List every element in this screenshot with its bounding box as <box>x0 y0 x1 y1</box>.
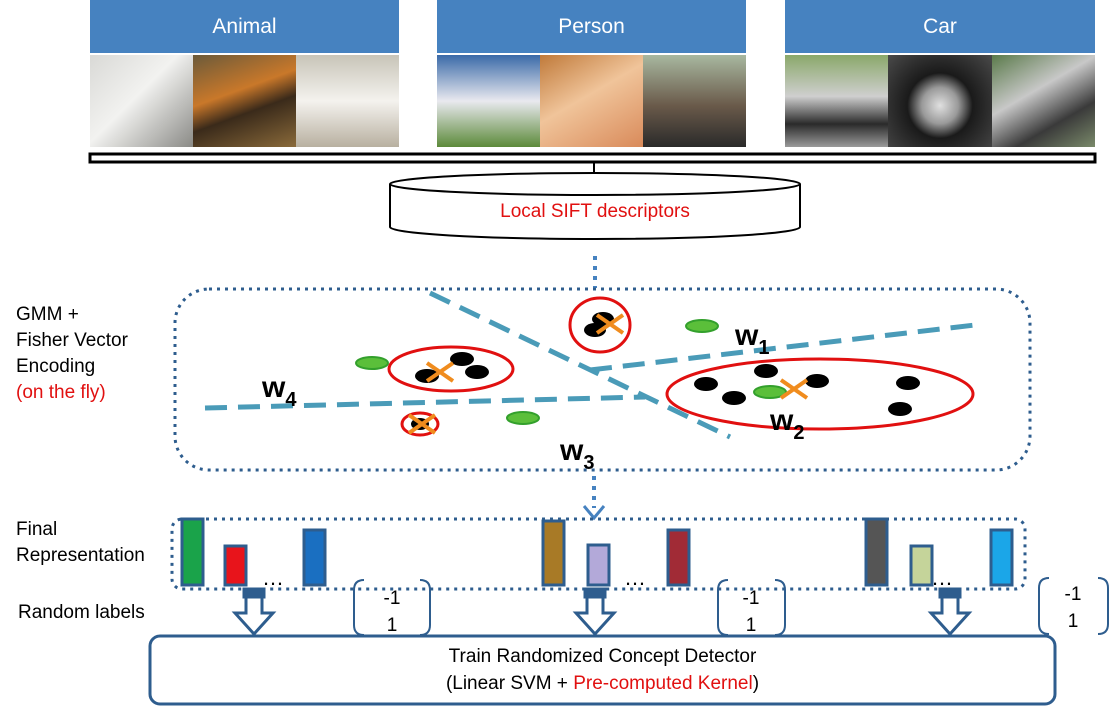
soccer-player-photo <box>437 55 540 147</box>
animal-photos <box>90 55 399 147</box>
child-photo <box>540 55 643 147</box>
train-subtitle-prefix: (Linear SVM + <box>445 673 574 694</box>
label-negative: -1 <box>1064 584 1082 605</box>
feature-bar <box>909 544 934 587</box>
data-point <box>694 377 718 391</box>
car-photos <box>785 55 1095 147</box>
label-pair-1: -1 1 <box>377 585 407 639</box>
data-point <box>584 323 606 337</box>
data-point <box>754 364 778 378</box>
train-title: Train Randomized Concept Detector <box>448 646 757 667</box>
ellipsis-1: … <box>262 565 284 590</box>
data-point <box>888 402 912 416</box>
hyperplane-c <box>204 394 646 411</box>
category-header-person: Person <box>437 0 746 53</box>
data-point <box>465 365 489 379</box>
label-bracket-left-3 <box>1038 577 1050 635</box>
feature-bar <box>989 528 1014 587</box>
encoding-label-line: GMM + <box>16 304 79 325</box>
train-subtitle-highlight: Pre-computed Kernel <box>573 673 753 694</box>
train-subtitle: (Linear SVM + Pre-computed Kernel) <box>150 673 1055 695</box>
final-label-line: Representation <box>16 545 145 566</box>
feature-bar <box>223 544 248 587</box>
block-arrow-3 <box>927 587 973 637</box>
block-arrow-2 <box>572 587 618 637</box>
label-bracket-left-1 <box>353 579 365 636</box>
green-blob <box>685 319 719 333</box>
dog-photo <box>296 55 399 147</box>
final-label: Final Representation <box>16 517 145 569</box>
weight-label-w4: w4 <box>261 371 297 411</box>
hyperplane-b <box>589 322 976 373</box>
database-label: Local SIFT descriptors <box>500 201 690 222</box>
feature-bar <box>180 517 205 587</box>
encoding-label: GMM + Fisher Vector Encoding (on the fly… <box>16 302 128 406</box>
cluster-ring <box>665 357 975 431</box>
encoding-label-line: Encoding <box>16 356 96 377</box>
weight-label-w1: w1 <box>734 319 769 359</box>
label-pair-2: -1 1 <box>736 585 766 639</box>
label-positive: 1 <box>1067 611 1079 632</box>
encoding-note: (on the fly) <box>16 382 106 403</box>
encoding-label-line: Fisher Vector <box>16 330 128 351</box>
cat-photo <box>90 55 193 147</box>
label-bracket-left-2 <box>717 579 729 636</box>
cluster-ring <box>400 411 440 437</box>
hyperplane-a <box>428 290 732 440</box>
data-point <box>805 374 829 388</box>
final-label-line: Final <box>16 519 58 540</box>
label-bracket-right-3 <box>1097 577 1109 635</box>
ellipsis-2: … <box>624 565 646 590</box>
data-point <box>722 391 746 405</box>
person-photos <box>437 55 746 147</box>
wheel-photo <box>888 55 992 147</box>
tiger-photo <box>193 55 296 147</box>
label-positive: 1 <box>386 615 398 636</box>
database-cylinder <box>389 172 801 240</box>
green-blob <box>506 411 540 425</box>
category-header-animal: Animal <box>90 0 399 53</box>
connector-mid-arrowhead <box>582 505 606 521</box>
label-pair-3: -1 1 <box>1058 581 1088 635</box>
weight-label-w3: w3 <box>559 434 594 474</box>
encoding-frame <box>173 287 1032 472</box>
block-arrow-1 <box>231 587 277 637</box>
divider-bar <box>88 152 1097 164</box>
data-point <box>415 369 439 383</box>
train-subtitle-suffix: ) <box>752 673 760 694</box>
feature-bar <box>302 528 327 587</box>
cluster-ring <box>387 345 515 393</box>
cluster-ring <box>568 296 632 354</box>
feature-bar <box>864 517 889 587</box>
label-negative: -1 <box>742 588 760 609</box>
small-car-photo <box>785 55 889 147</box>
feature-bar <box>666 528 691 587</box>
label-negative: -1 <box>383 588 401 609</box>
label-bracket-right-2 <box>774 579 786 636</box>
group-photo <box>643 55 746 147</box>
ellipsis-3: … <box>931 565 953 590</box>
feature-bar <box>586 543 611 587</box>
category-header-car: Car <box>785 0 1095 53</box>
green-blob <box>355 356 389 370</box>
label-positive: 1 <box>745 615 757 636</box>
feature-bar <box>541 519 566 587</box>
data-point <box>896 376 920 390</box>
feature-bars <box>180 517 1014 587</box>
train-box <box>148 634 1057 706</box>
data-point <box>450 352 474 366</box>
mirror-photo <box>991 55 1095 147</box>
weight-label-w2: w2 <box>769 404 804 444</box>
random-labels-label: Random labels <box>18 602 145 623</box>
label-bracket-right-1 <box>419 579 431 636</box>
green-blob <box>753 385 787 399</box>
